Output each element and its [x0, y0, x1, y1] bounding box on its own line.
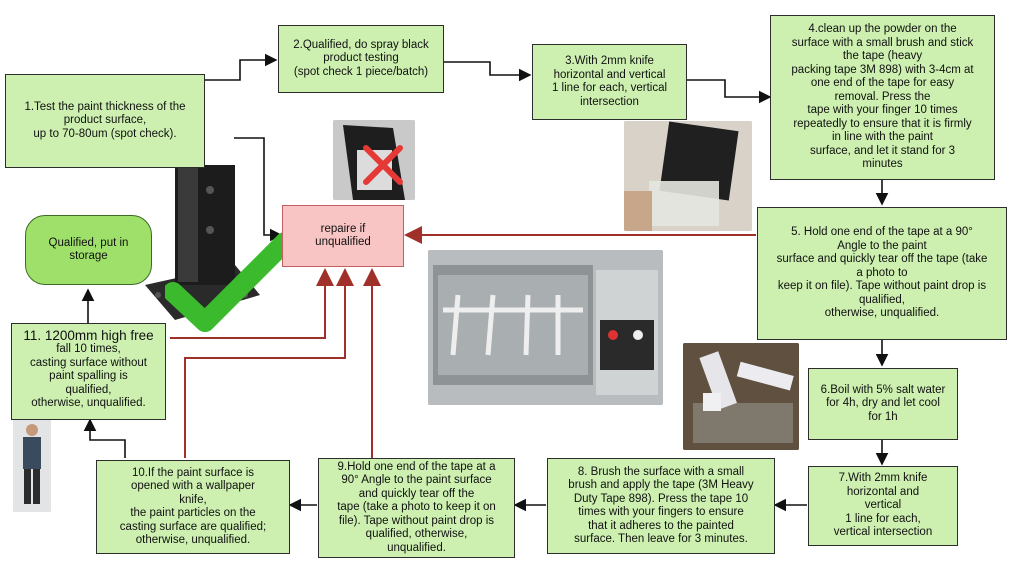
worker-photo: [13, 415, 51, 512]
step-5-box: 5. Hold one end of the tape at a 90° Ang…: [757, 207, 1007, 340]
step-3-text: 3.With 2mm knife horizontal and vertical…: [551, 55, 668, 108]
boiled-parts-photo: [683, 343, 799, 450]
arrow-1-2: [200, 53, 278, 81]
arrow-2-3: [443, 61, 532, 82]
arrow-10-11: [83, 418, 126, 458]
step-2-text: 2.Qualified, do spray black product test…: [293, 38, 429, 78]
step-5-text: 5. Hold one end of the tape at a 90° Ang…: [776, 226, 988, 320]
step-9-text: 9.Hold one end of the tape at a 90° Angl…: [337, 460, 496, 554]
check-icon: [163, 232, 295, 342]
tape-photo: [624, 121, 752, 231]
step-7-text: 7.With 2mm knife horizontal and vertical…: [833, 472, 933, 539]
step-8-box: 8. Brush the surface with a small brush …: [547, 458, 775, 554]
step-11-text: fall 10 times, casting surface without p…: [30, 343, 147, 409]
step-10-box: 10.If the paint surface is opened with a…: [96, 460, 290, 554]
step-10-text: 10.If the paint surface is opened with a…: [119, 466, 267, 547]
storage-box: Qualified, put in storage: [25, 215, 152, 285]
step-9-box: 9.Hold one end of the tape at a 90° Angl…: [318, 458, 515, 558]
step-1-text: 1.Test the paint thickness of the produc…: [24, 100, 186, 140]
product-photo: [140, 155, 270, 330]
step-6-box: 6.Boil with 5% salt water for 4h, dry an…: [808, 368, 958, 440]
arrow-11-repair: [170, 268, 334, 339]
arrow-10-repair: [184, 268, 354, 458]
arrow-1-repair: [234, 137, 283, 242]
step-3-box: 3.With 2mm knife horizontal and vertical…: [532, 44, 687, 120]
step-7-box: 7.With 2mm knife horizontal and vertical…: [808, 466, 958, 546]
salt-spray-chamber-photo: [428, 250, 663, 405]
repair-box: repaire if unqualified: [282, 205, 404, 267]
step-11-box: 11. 1200mm high free fall 10 times, cast…: [11, 323, 166, 420]
step-8-text: 8. Brush the surface with a small brush …: [568, 465, 754, 546]
step-2-box: 2.Qualified, do spray black product test…: [278, 25, 444, 93]
storage-text: Qualified, put in storage: [48, 236, 129, 263]
repair-text: repaire if unqualified: [315, 222, 371, 249]
step-6-text: 6.Boil with 5% salt water for 4h, dry an…: [820, 383, 946, 423]
arrow-3-4: [686, 79, 772, 104]
step-4-box: 4.clean up the powder on the surface wit…: [770, 15, 995, 180]
step-1-box: 1.Test the paint thickness of the produc…: [5, 74, 205, 168]
step-4-text: 4.clean up the powder on the surface wit…: [791, 23, 974, 171]
step-11-title: 11. 1200mm high free: [23, 328, 154, 343]
cross-icon: [358, 140, 408, 190]
